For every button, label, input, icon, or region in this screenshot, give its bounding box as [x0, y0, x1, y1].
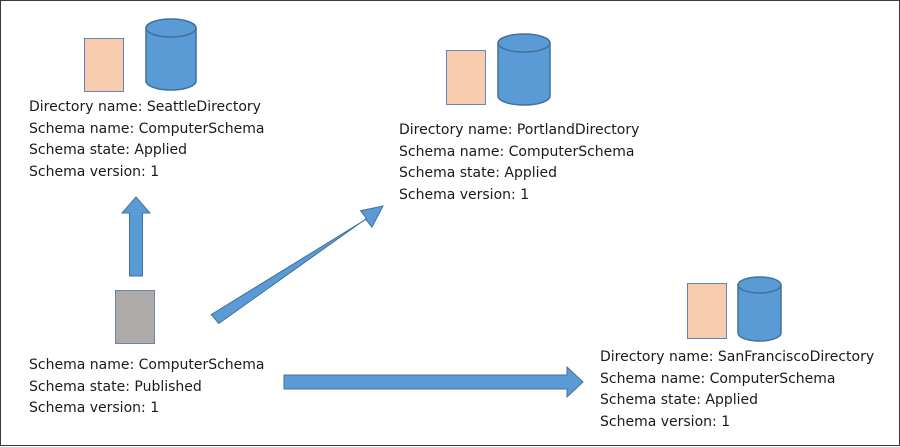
schema-state-line: Schema state: Applied: [600, 392, 759, 408]
schema-document-icon: [687, 283, 727, 339]
schema-name-line: Schema name: ComputerSchema: [29, 357, 265, 373]
schema-document-icon: [446, 50, 486, 105]
schema-state-line: Schema state: Published: [29, 378, 202, 395]
schema-version-line: Schema version: 1: [399, 186, 530, 203]
schema-name-line: Schema name: ComputerSchema: [29, 120, 265, 137]
published-schema-info: Schema name: ComputerSchema Schema state…: [29, 355, 265, 420]
schema-state-line: Schema state: Applied: [399, 165, 558, 181]
seattle-directory-info: Directory name: SeattleDirectory Schema …: [29, 97, 265, 183]
arrow-to-portland: [210, 205, 384, 325]
directory-database-icon: [737, 276, 782, 342]
sanfrancisco-directory-info: Directory name: SanFranciscoDirectory Sc…: [600, 347, 874, 433]
portland-directory-info: Directory name: PortlandDirectory Schema…: [399, 120, 639, 206]
schema-name-line: Schema name: ComputerSchema: [399, 143, 635, 160]
arrow-to-seattle: [120, 196, 152, 277]
schema-document-icon: [84, 38, 124, 92]
directory-name-line: Directory name: SeattleDirectory: [29, 99, 261, 115]
schema-version-line: Schema version: 1: [29, 400, 160, 416]
directory-name-line: Directory name: PortlandDirectory: [399, 122, 640, 138]
directory-database-icon: [145, 18, 197, 91]
directory-name-line: Directory name: SanFranciscoDirectory: [600, 349, 875, 365]
directory-database-icon: [497, 33, 551, 106]
arrow-to-sanfrancisco: [283, 365, 584, 399]
published-schema-document-icon: [115, 290, 155, 344]
schema-name-line: Schema name: ComputerSchema: [600, 370, 836, 387]
schema-state-line: Schema state: Applied: [29, 142, 188, 158]
schema-version-line: Schema version: 1: [29, 163, 160, 180]
schema-version-line: Schema version: 1: [600, 413, 731, 430]
